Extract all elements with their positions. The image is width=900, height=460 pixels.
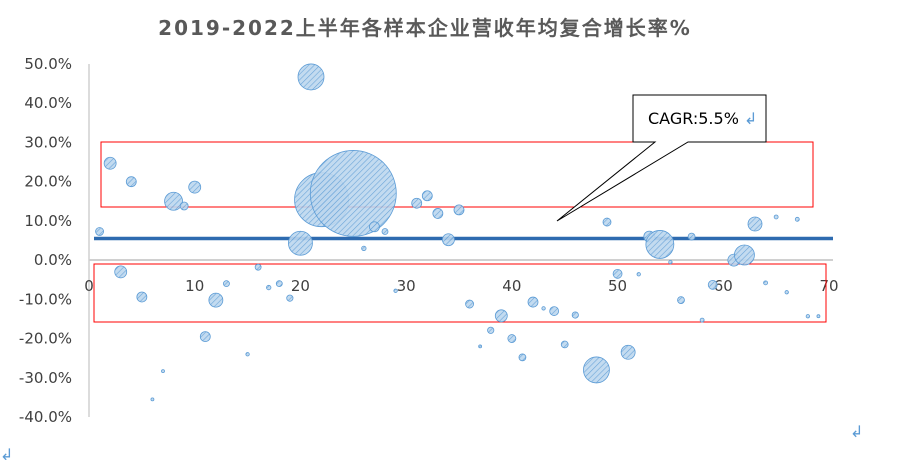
bubble-point [518,353,527,362]
y-tick-label: -40.0% [19,408,72,426]
paragraph-mark: ↲ [744,109,757,128]
paragraph-mark: ↲ [850,422,863,441]
bubble-point [687,232,696,241]
bubble-point [816,314,821,319]
x-tick-label: 10 [185,277,204,295]
bubble-point [507,334,517,343]
y-tick-label: 0.0% [34,251,72,269]
bubble-point [136,291,148,303]
y-tick-label: 40.0% [24,94,72,112]
bubble-point [805,314,810,319]
cagr-callout-label: CAGR:5.5% [648,109,739,128]
y-tick-label: 10.0% [24,212,72,230]
bubble-point [199,331,211,342]
bubble-point [150,397,155,402]
x-tick-label: 20 [291,277,310,295]
bubble-point [103,156,117,170]
bubble-point [114,265,128,279]
bubble-point [361,245,367,251]
bubble-point [465,299,474,309]
bubble-point [393,288,398,293]
bubble-point [571,311,579,319]
bubble-point [95,227,104,236]
x-tick-label: 0 [84,277,94,295]
bubble-point [677,296,685,304]
bubble-point [763,280,768,286]
bubble-point [179,201,189,211]
y-tick-label: -30.0% [19,369,72,387]
bubble-point [527,296,539,308]
y-tick-label: 20.0% [24,173,72,191]
x-tick-label: 40 [502,277,521,295]
bubble-point [275,280,283,288]
bubble-point [541,306,546,311]
bubble-point [602,217,612,227]
bubble-point [636,272,641,277]
paragraph-mark: ↲ [0,445,13,460]
bubble-point [288,230,313,256]
x-tick-label: 50 [608,277,627,295]
bubble-point [794,216,800,222]
x-tick-label: 30 [397,277,416,295]
bubble-point [381,228,389,235]
bubble-point [286,294,294,302]
bubble-point [432,208,444,219]
bubble-point [164,191,183,211]
bubble-point [245,352,250,357]
bubble-point [369,221,380,233]
bubble-point [747,216,763,232]
bubble-point [223,280,230,288]
bubble-point [309,150,397,237]
bubble-point [125,176,137,188]
bubble-point [161,369,165,374]
bubble-point [707,279,718,290]
bubble-point [266,284,272,291]
bubble-point [549,306,560,316]
bubble-point [421,190,433,202]
cagr-callout: CAGR:5.5% ↲ [556,94,767,222]
bubble-point [487,326,495,334]
bubble-point [773,214,779,220]
highlight-box-high-growth [100,141,814,208]
y-tick-label: -20.0% [19,330,72,348]
y-tick-label: 50.0% [24,55,72,73]
bubble-point [188,180,202,194]
y-tick-label: 30.0% [24,133,72,151]
y-tick-label: -10.0% [19,290,72,308]
bubble-point [734,244,755,266]
x-tick-label: 70 [819,277,838,295]
bubble-point [411,197,423,209]
bubble-point [208,292,224,308]
highlight-box-negative-growth [93,263,827,323]
bubble-point [478,344,483,349]
bubble-point [442,233,455,247]
bubble-point [494,309,508,323]
bubble-point [668,259,673,265]
chart-title: 2019-2022上半年各样本企业营收年均复合增长率% [158,16,692,40]
bubble-point [560,340,569,349]
bubble-point [784,290,789,295]
bubble-point [645,230,675,259]
bubble-point [453,204,465,216]
bubble-point [620,344,636,360]
bubble-point [254,263,262,271]
bubble-point [612,268,623,279]
bubble-point [297,63,325,91]
bubble-point [699,317,705,323]
bubble-point [583,356,610,384]
x-tick-label: 60 [714,277,733,295]
